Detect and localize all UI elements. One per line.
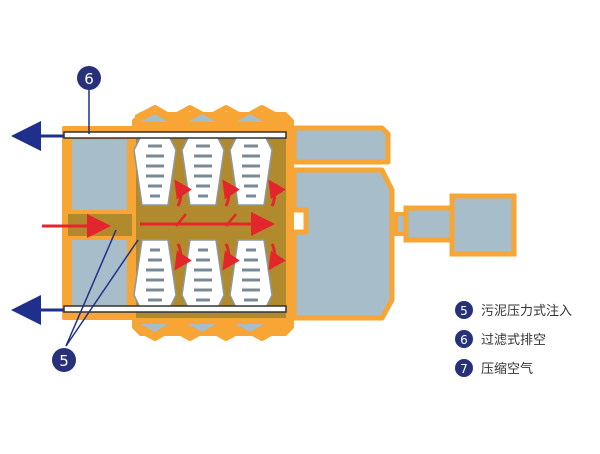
legend-label: 污泥压力式注入: [481, 304, 572, 319]
number-badge-icon: [52, 348, 76, 372]
number-badge-icon: [77, 66, 101, 90]
filter-cell-upper-3: [229, 133, 273, 206]
press-cylinder: [291, 125, 517, 321]
legend: 5 污泥压力式注入 6 过滤式排空 7 压缩空气: [455, 301, 572, 377]
legend-number: 7: [460, 362, 468, 376]
legend-label: 过滤式排空: [481, 333, 546, 348]
flow-arrows: [10, 121, 286, 325]
curved-arrow-icon: [222, 179, 240, 207]
curved-arrow-icon: [268, 243, 286, 271]
legend-item: 6 过滤式排空: [455, 330, 546, 348]
number-badge-icon: [455, 359, 473, 377]
legend-item: 7 压缩空气: [455, 359, 533, 377]
callout-number: 6: [84, 70, 94, 88]
legend-number: 5: [460, 304, 468, 318]
filter-cell-lower-3: [229, 239, 273, 313]
callout-badge-5: 5: [52, 348, 76, 372]
callout-lines: [65, 90, 139, 347]
filter-plate-pack: [132, 105, 294, 341]
callout-badge-6: 6: [77, 66, 101, 90]
feed-head-block: [62, 126, 134, 320]
callout-number: 5: [59, 352, 69, 370]
legend-item: 5 污泥压力式注入: [455, 301, 572, 319]
filter-cell-lower-1: [133, 239, 177, 313]
legend-number: 6: [460, 333, 468, 347]
curved-arrow-icon: [268, 179, 286, 207]
number-badge-icon: [455, 301, 473, 319]
filter-cell-upper-1: [133, 133, 177, 206]
number-badge-icon: [455, 330, 473, 348]
legend-label: 压缩空气: [481, 361, 533, 377]
curved-arrow-icon: [174, 243, 192, 271]
diverter-marks: [175, 213, 237, 227]
curved-arrow-icon: [222, 243, 240, 271]
filter-cell-upper-2: [181, 133, 225, 206]
curved-arrow-icon: [174, 179, 192, 207]
filter-cell-lower-2: [181, 239, 225, 313]
